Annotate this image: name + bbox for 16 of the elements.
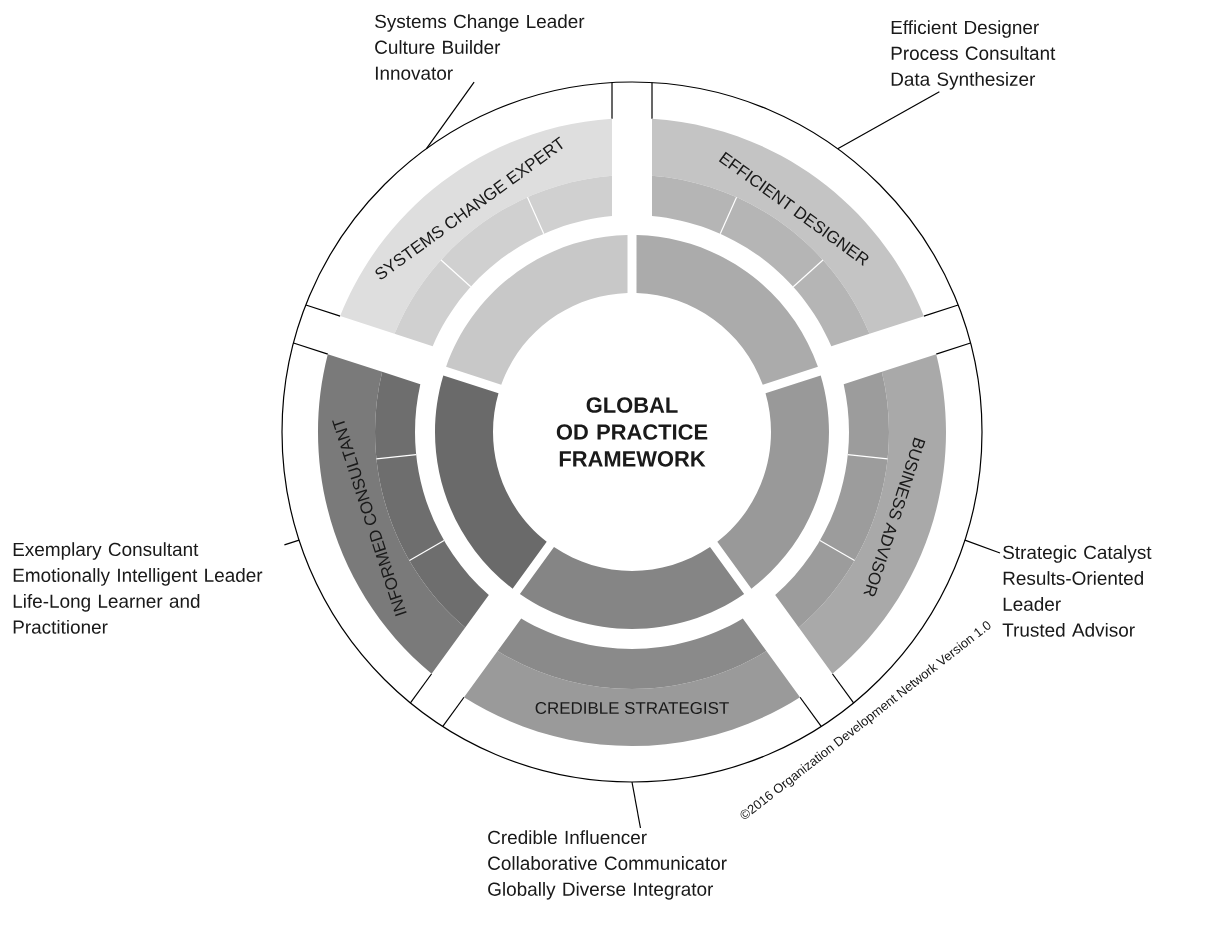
leader-line [425, 81, 475, 150]
role-list: Strategic Catalyst Results-Oriented Leader Trusted Advisor [1002, 545, 1152, 637]
center-title: GLOBAL OD PRACTICE FRAMEWORK [556, 397, 708, 467]
ring-segment: CREDIBLE STRATEGIST [464, 618, 800, 746]
inner-ring-segment [717, 375, 829, 589]
leader-line [837, 91, 940, 150]
role-list: Systems Change Leader Culture Builder Innovator [375, 14, 585, 80]
role-list: Efficient Designer Process Consultant Data Synthesizer [891, 20, 1056, 90]
role-list: Exemplary Consultant Emotionally Intelligent Leader Life-Long Learner and Practitioner [13, 542, 263, 634]
leader-line [283, 539, 300, 546]
inner-ring-segment [446, 235, 628, 385]
leader-line [964, 539, 1001, 554]
leader-line [631, 781, 642, 829]
role-list: Credible Influencer Collaborative Communicator Globally Diverse Integrator [488, 830, 727, 900]
inner-ring-segment [435, 375, 547, 589]
inner-ring-segment [519, 547, 745, 629]
